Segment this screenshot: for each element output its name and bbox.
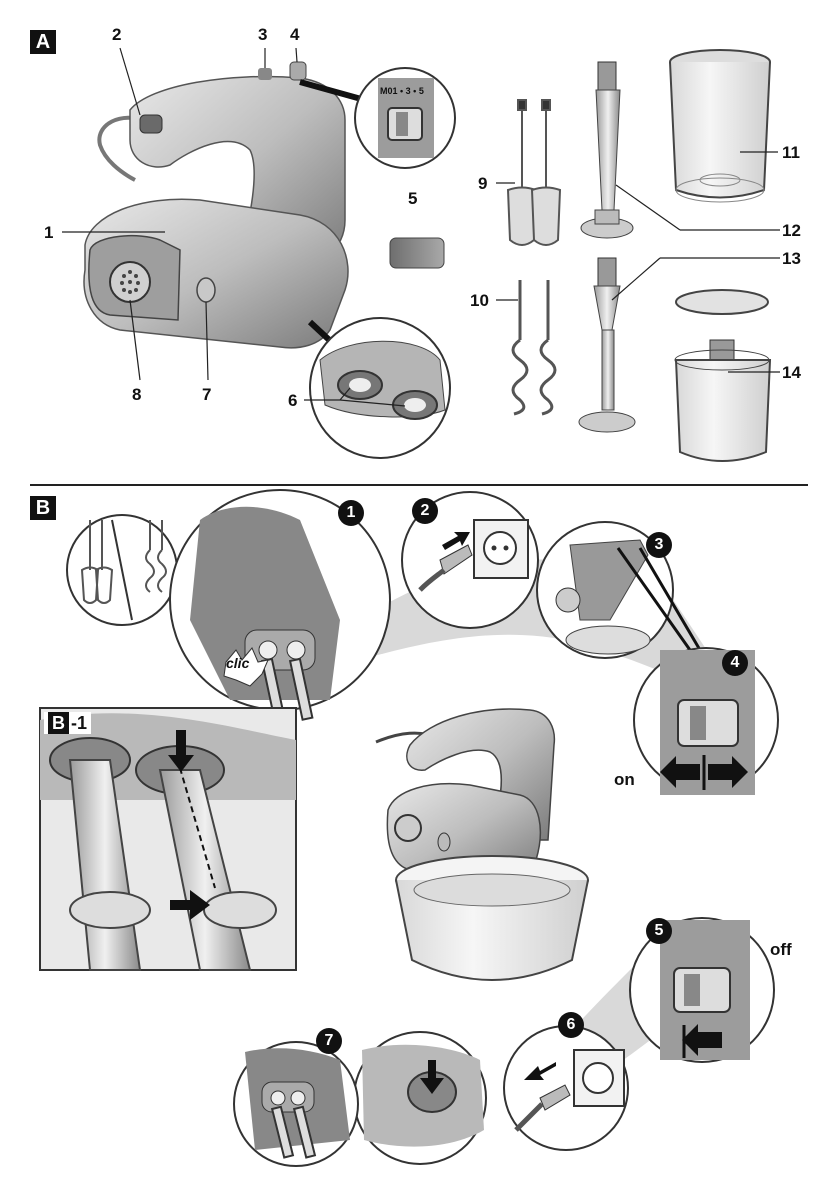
callout-1: 1 [44,223,54,242]
step7-eject-detail [233,1031,487,1167]
step-6-badge: 6 [558,1012,584,1038]
callout-3: 3 [258,25,268,44]
chopper-bowl [674,289,772,462]
callout-10: 10 [470,291,489,310]
clic-label: clic [226,655,250,671]
dial-scale-label: M01 • 3 • 5 [380,86,424,96]
step-3-badge: 3 [646,532,672,558]
callout-12: 12 [782,221,801,240]
whisk-beaters [506,99,562,246]
step1-insert-detail [169,489,391,721]
sockets-zoom-detail [307,317,451,459]
callout-13: 13 [782,249,801,268]
step-7-badge: 7 [316,1028,342,1054]
step5-speed-dial-off-detail [629,917,775,1063]
on-label: on [614,770,635,789]
dial-zoom-detail [299,67,456,169]
blender-rod [578,257,636,433]
inset-b1-box: B [48,712,69,734]
callout-8: 8 [132,385,142,404]
callout-5: 5 [408,189,418,208]
callout-7: 7 [202,385,212,404]
callout-14: 14 [782,363,801,382]
off-label: off [770,940,792,959]
step-1-badge: 1 [338,500,364,526]
attachment-choice-detail [66,514,178,626]
section-divider [30,484,808,486]
cap-part [389,237,445,269]
section-b-label: B [30,496,56,520]
callout-9: 9 [478,174,488,193]
step2-plug-in-detail [401,491,539,629]
callout-2: 2 [112,25,122,44]
stand-rod [580,61,634,239]
callout-6: 6 [288,391,298,410]
hand-mixer-drawing [83,61,349,349]
mixer-on-stand [375,708,589,981]
inset-b1-suffix: -1 [71,713,88,733]
step-4-badge: 4 [722,650,748,676]
step-2-badge: 2 [412,498,438,524]
step-5-badge: 5 [646,918,672,944]
step6-unplug-detail [503,1025,629,1151]
step4-speed-dial-detail [616,547,779,795]
dough-hooks [511,280,557,416]
inset-b1-detail [39,707,297,971]
beaker [669,49,771,203]
section-a-label: A [30,30,56,54]
step3-mount-detail [536,521,674,659]
callout-11: 11 [782,143,800,162]
inset-b1-label: B-1 [44,712,92,734]
callout-4: 4 [290,25,300,44]
